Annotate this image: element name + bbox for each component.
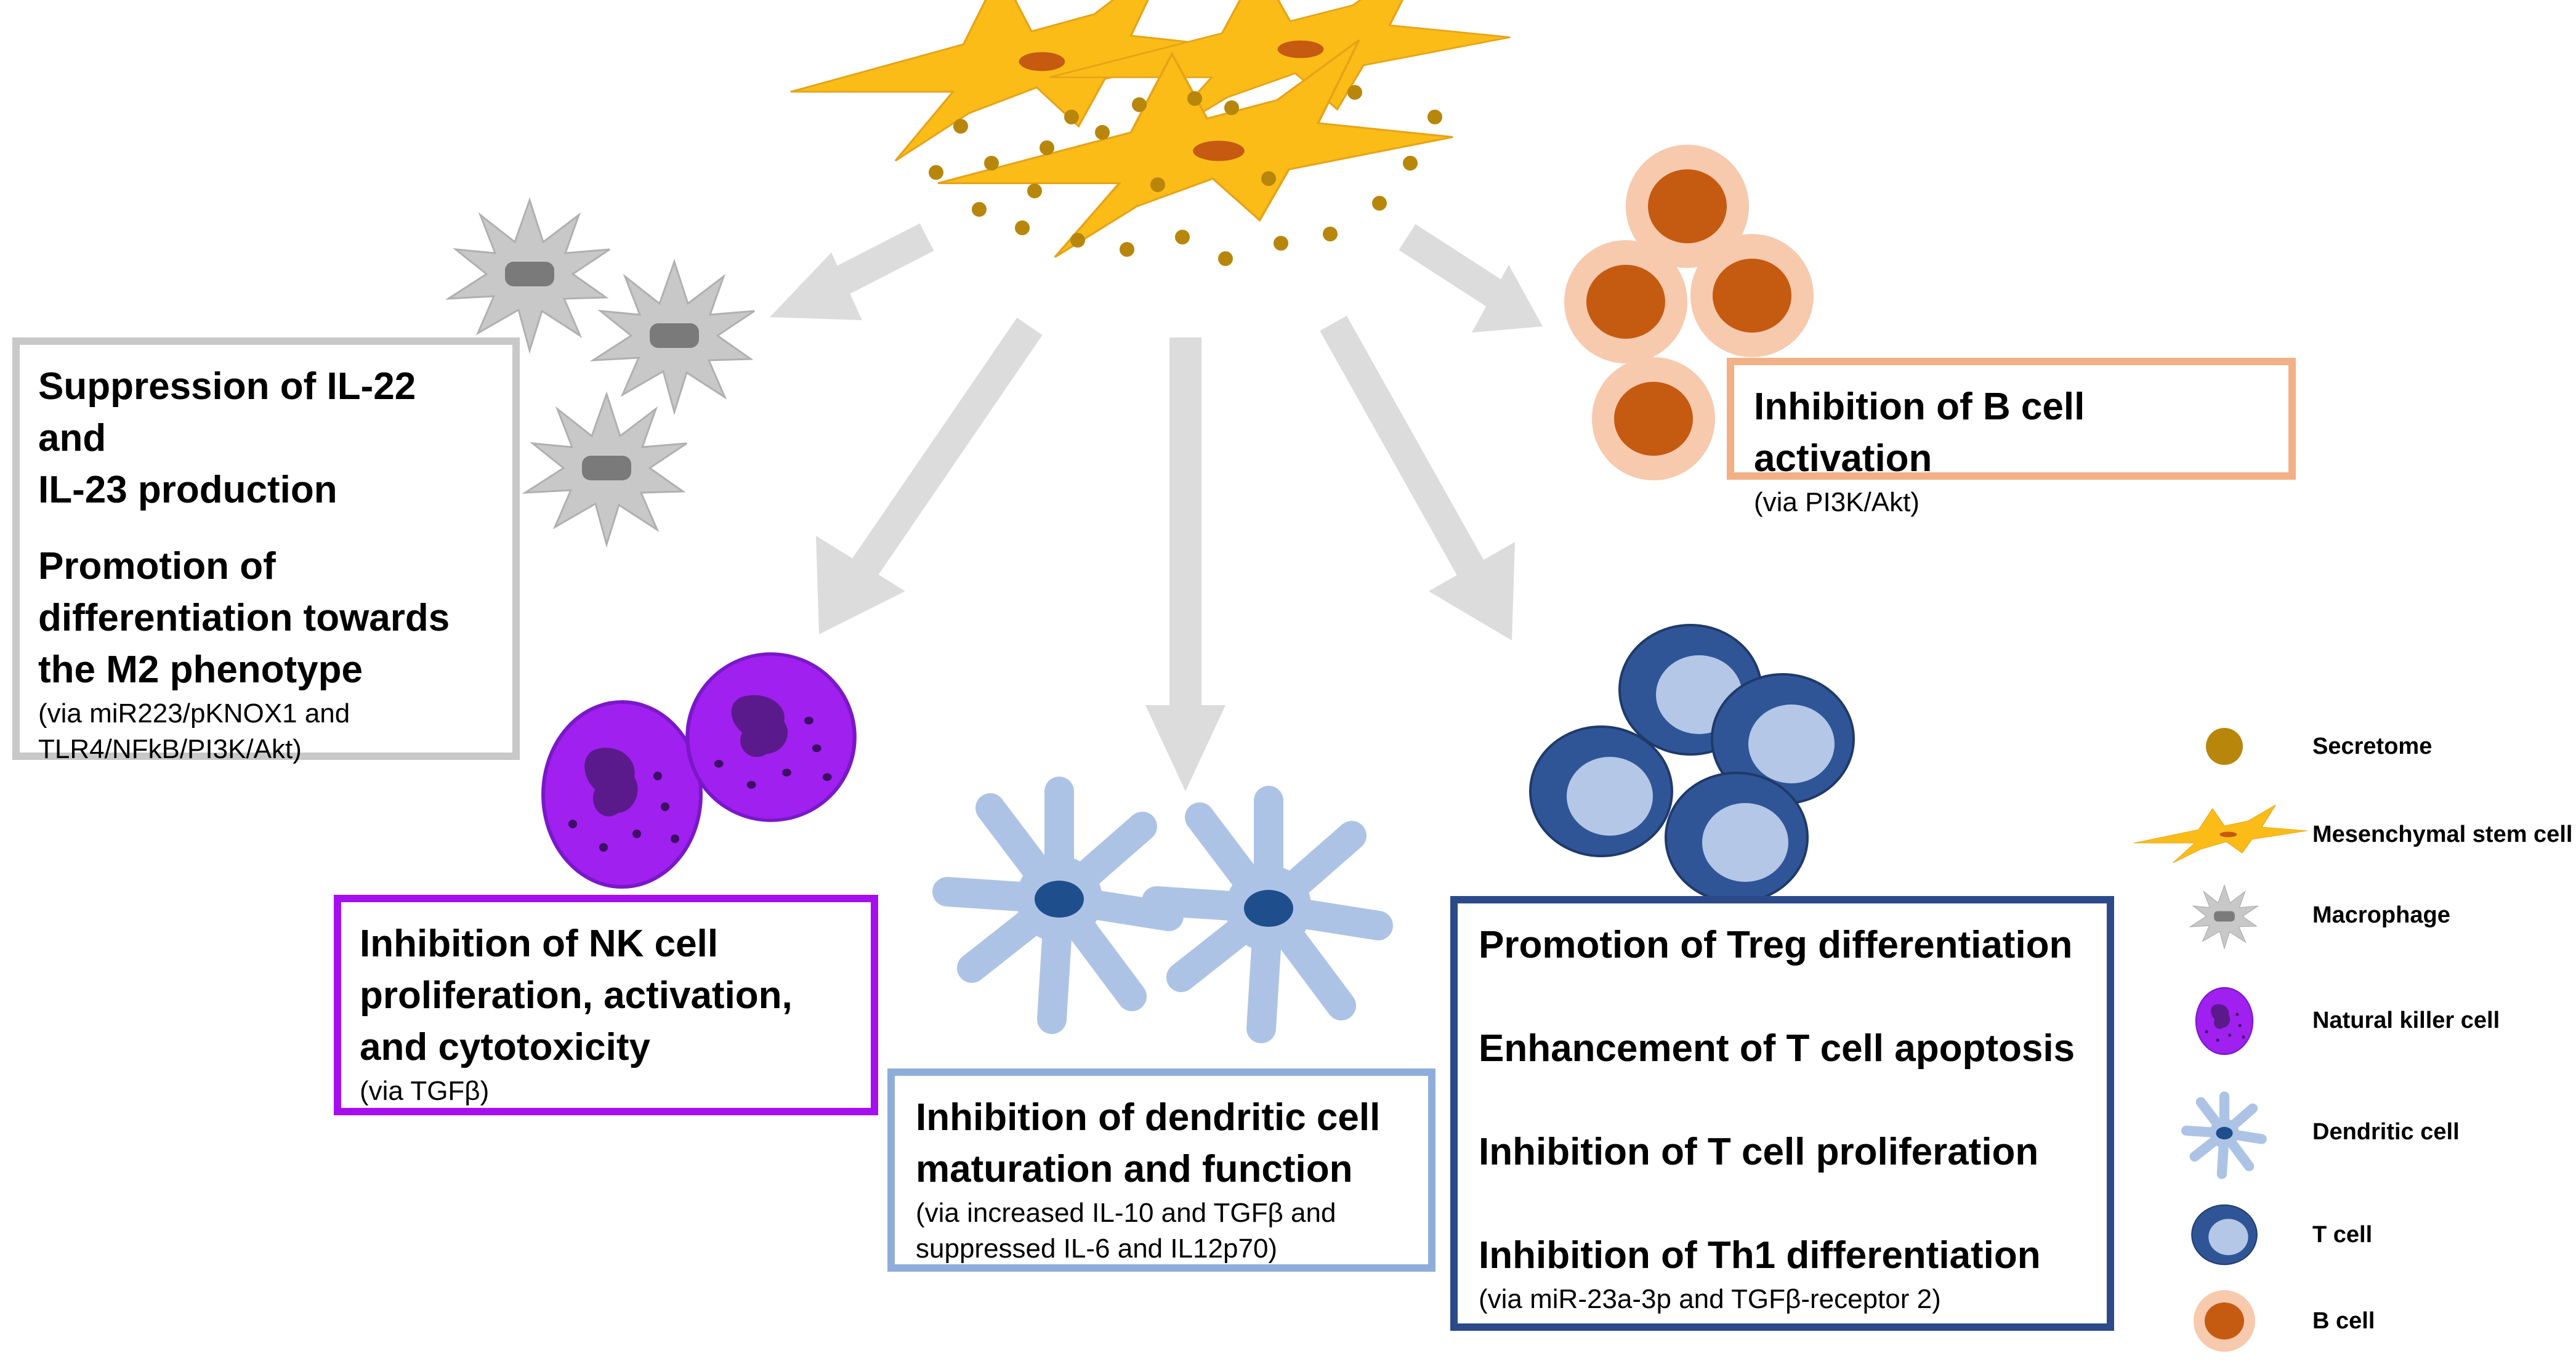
- dendritic-cells: [947, 791, 1378, 1028]
- macrophage-title-line3: Promotion of: [38, 545, 276, 588]
- bcell-effects-box: Inhibition of B cell activation (via PI3…: [1727, 358, 2296, 517]
- msc-icon: [2133, 804, 2308, 863]
- t-cell-icon: [2191, 1204, 2258, 1266]
- dc-title-line2: maturation and function: [916, 1148, 1353, 1190]
- tcell-sub: (via miR-23a-3p and TGFβ-receptor 2): [1479, 1284, 1941, 1314]
- arrow-to-nk: [816, 317, 1043, 634]
- nk-sub: (via TGFβ): [360, 1076, 490, 1106]
- legend-icons: [2133, 728, 2308, 1352]
- nk-cells: [543, 654, 855, 887]
- macrophage-icon: [2189, 884, 2259, 949]
- macrophage-effects-box: Suppression of IL-22 and IL-23 productio…: [12, 337, 520, 764]
- bcell-title: Inhibition of B cell activation: [1754, 386, 2085, 480]
- nk-title-line3: and cytotoxicity: [360, 1026, 650, 1068]
- macrophage-sub-line2: TLR4/NFkB/PI3K/Akt): [38, 734, 302, 764]
- secretome-particles: [929, 85, 1442, 266]
- arrow-to-macrophage: [770, 223, 934, 320]
- tcell-line2: Enhancement of T cell apoptosis: [1479, 1027, 2075, 1070]
- tcell-line3: Inhibition of T cell proliferation: [1479, 1131, 2039, 1173]
- macrophage-title-line5: the M2 phenotype: [38, 648, 363, 691]
- macrophage-title-line2: IL-23 production: [38, 469, 337, 511]
- legend-label-secretome: Secretome: [2312, 733, 2433, 759]
- macrophage-title-line1: Suppression of IL-22 and: [38, 365, 416, 459]
- nk-cell-icon: [2195, 987, 2254, 1056]
- secretome-icon: [2206, 728, 2243, 765]
- legend-label-msc: Mesenchymal stem cell: [2312, 822, 2573, 847]
- arrow-to-bcell: [1399, 224, 1543, 333]
- nk-title-line1: Inhibition of NK cell: [360, 923, 719, 965]
- nk-title-line2: proliferation, activation,: [360, 974, 793, 1017]
- dc-sub-line1: (via increased IL-10 and TGFβ and: [916, 1198, 1336, 1228]
- legend-label-macrophage: Macrophage: [2312, 902, 2450, 928]
- dc-sub-line2: suppressed IL-6 and IL12p70): [916, 1234, 1278, 1264]
- dendritic-effects-box: Inhibition of dendritic cell maturation …: [887, 1068, 1435, 1272]
- arrow-to-tcell: [1320, 315, 1515, 640]
- mesenchymal-stem-cells: [789, 0, 1511, 259]
- b-cell-icon: [2194, 1290, 2255, 1352]
- legend-label-bcell: B cell: [2312, 1308, 2375, 1334]
- macrophage-title-line4: differentiation towards: [38, 597, 450, 639]
- dendritic-cell-icon: [2186, 1097, 2261, 1174]
- legend-label-nk: Natural killer cell: [2312, 1008, 2500, 1033]
- legend-label-tcell: T cell: [2312, 1222, 2373, 1248]
- tcell-effects-box: Promotion of Treg differentiation Enhanc…: [1450, 896, 2114, 1331]
- tcell-line4: Inhibition of Th1 differentiation: [1479, 1234, 2041, 1277]
- nk-effects-box: Inhibition of NK cell proliferation, act…: [334, 895, 878, 1115]
- macrophage-sub-line1: (via miR223/pKNOX1 and: [38, 698, 350, 729]
- tcell-line1: Promotion of Treg differentiation: [1479, 924, 2073, 966]
- dc-title-line1: Inhibition of dendritic cell: [916, 1096, 1381, 1139]
- arrow-to-dendritic: [1145, 337, 1225, 791]
- legend-label-dendritic: Dendritic cell: [2312, 1119, 2460, 1145]
- bcell-sub: (via PI3K/Akt): [1754, 487, 1920, 517]
- t-cells: [1529, 624, 1855, 903]
